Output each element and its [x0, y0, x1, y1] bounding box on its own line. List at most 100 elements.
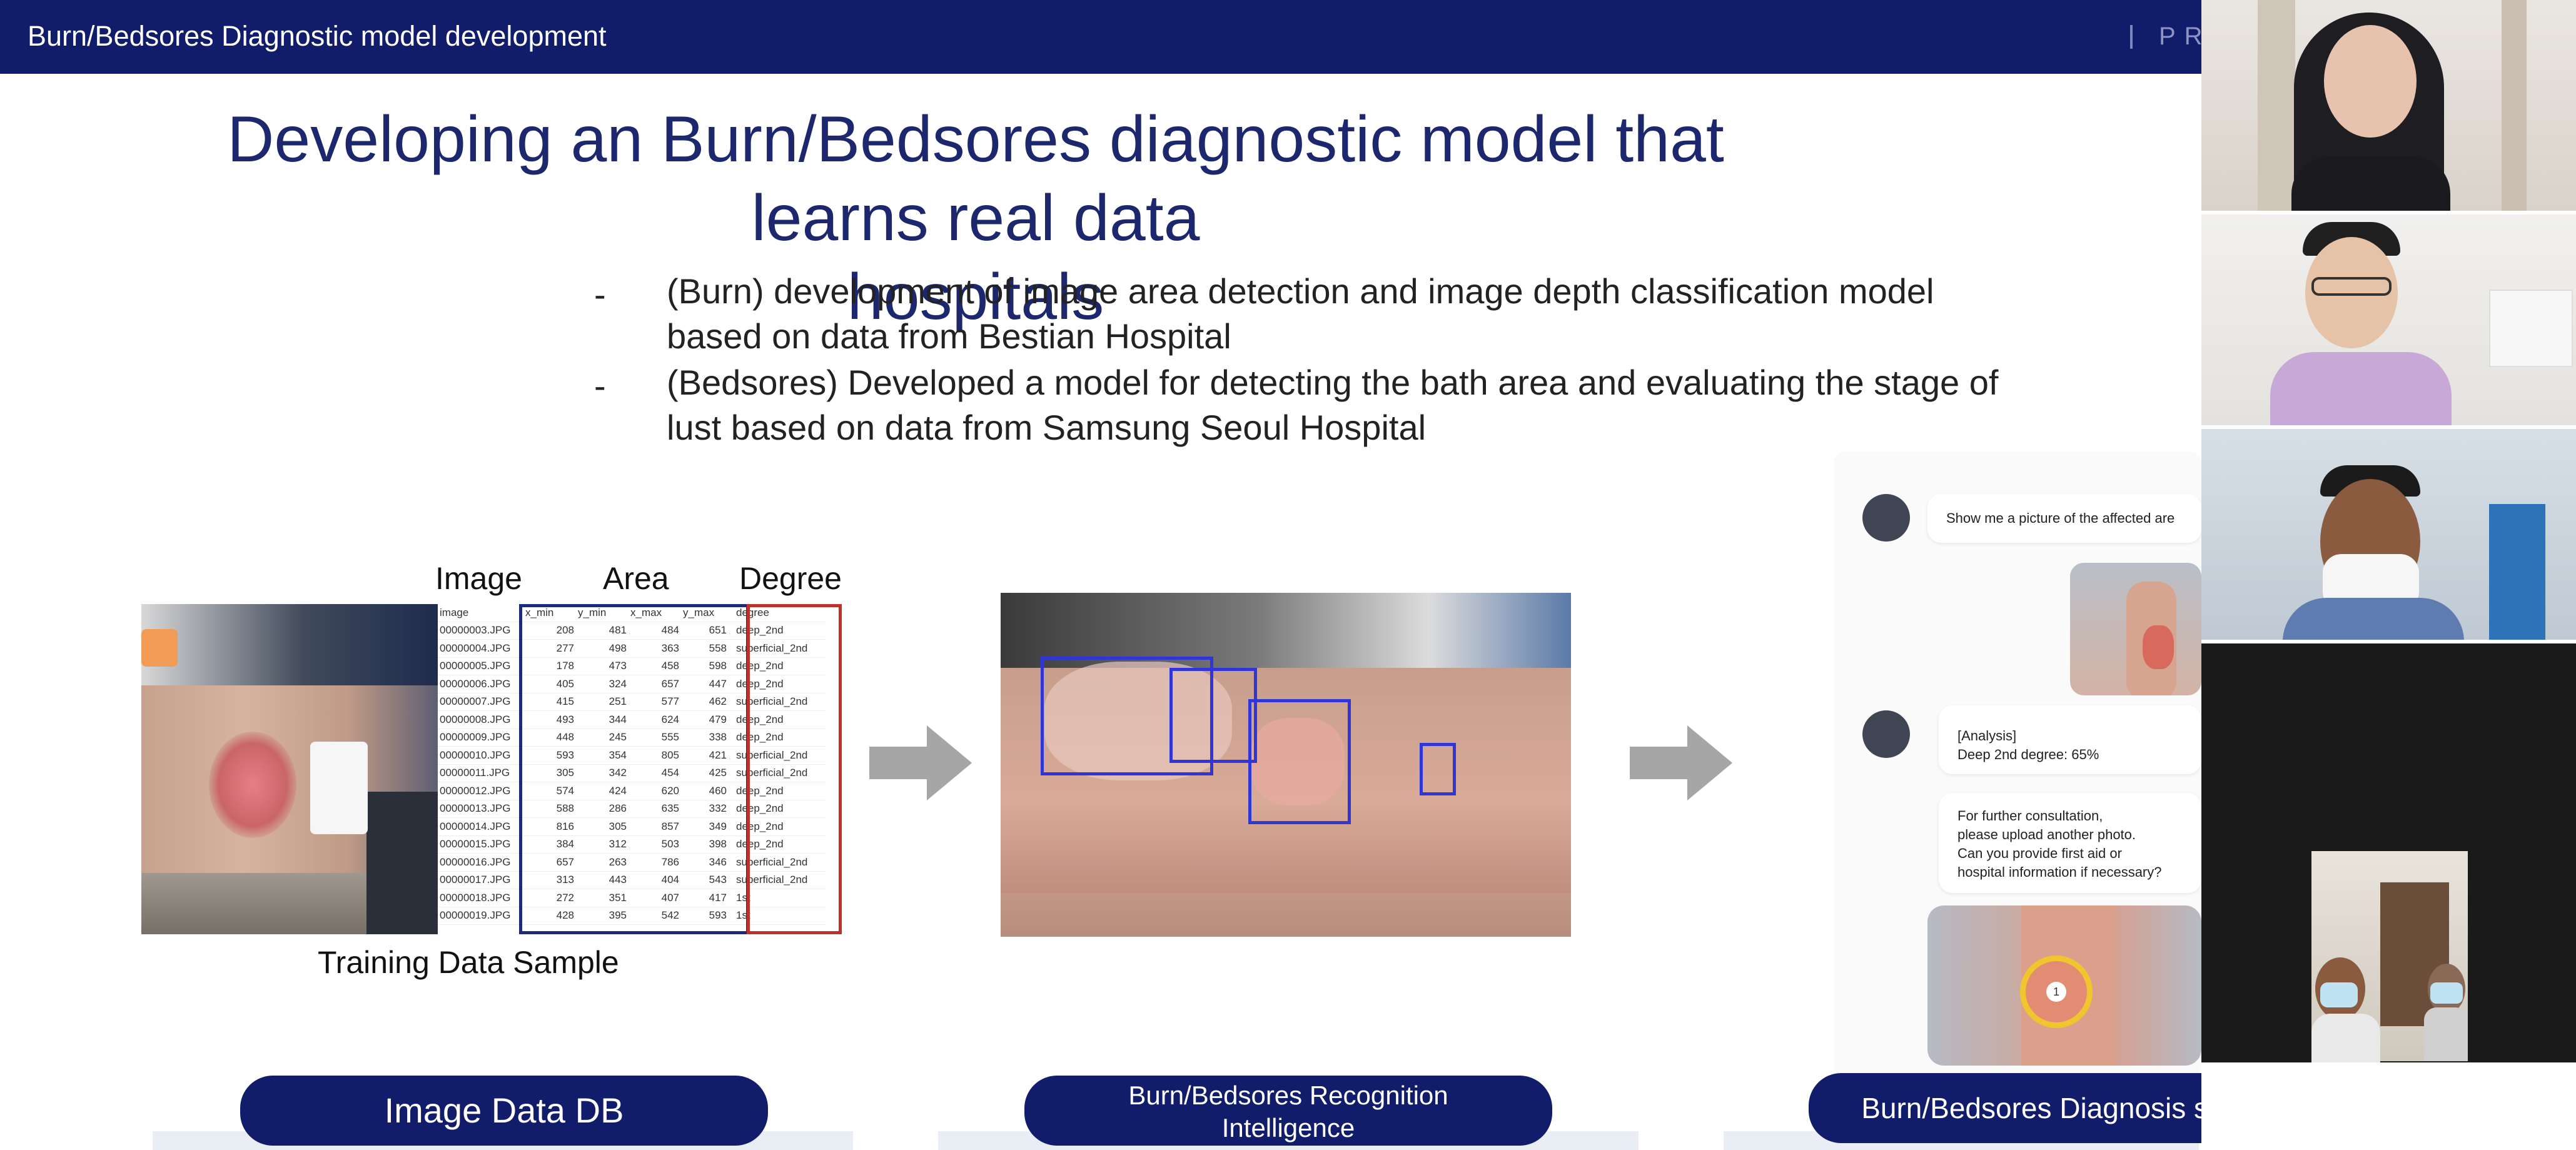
analysis-line1: [Analysis]	[1957, 728, 2017, 744]
bullet-dash-2: -	[594, 366, 606, 405]
detection-box	[1248, 699, 1351, 824]
table-cell: 543	[681, 871, 729, 889]
table-cell: superficial_2nd	[729, 693, 826, 711]
face-mask-icon	[2430, 982, 2463, 1004]
table-cell: 555	[629, 729, 681, 747]
table-cell: 448	[517, 729, 576, 747]
video-tile-participant-3[interactable]	[2201, 429, 2576, 640]
table-cell: 484	[629, 622, 681, 640]
table-cell: 349	[681, 817, 729, 836]
table-cell: 498	[576, 639, 629, 658]
video-tile-participant-4[interactable]	[2201, 643, 2576, 1062]
table-cell: deep_2nd	[729, 782, 826, 800]
table-cell: 00000004.JPG	[438, 639, 517, 658]
presentation-slide: Burn/Bedsores Diagnostic model developme…	[0, 0, 2201, 1150]
video-tile-participant-1[interactable]	[2201, 0, 2576, 211]
table-cell: 286	[576, 800, 629, 818]
table-cell: 624	[629, 710, 681, 729]
table-cell: 346	[681, 853, 729, 872]
label-area: Area	[603, 561, 669, 596]
table-cell: 245	[576, 729, 629, 747]
table-cell: 178	[517, 657, 576, 675]
arrow-right-icon	[869, 725, 972, 800]
table-cell: 407	[629, 889, 681, 907]
table-cell: 458	[629, 657, 681, 675]
wound-marker-photo: 1	[1927, 905, 2201, 1066]
table-cell: 363	[629, 639, 681, 658]
table-cell: 263	[576, 853, 629, 872]
table-cell: 620	[629, 782, 681, 800]
table-cell: 305	[576, 817, 629, 836]
table-cell: 577	[629, 693, 681, 711]
table-cell: 786	[629, 853, 681, 872]
bandage	[310, 742, 368, 834]
glasses-icon	[2311, 277, 2392, 296]
recognition-intelligence-button[interactable]: Burn/Bedsores Recognition Intelligence	[1024, 1076, 1552, 1146]
table-cell: 342	[576, 764, 629, 782]
table-cell: 00000013.JPG	[438, 800, 517, 818]
burn-wound	[209, 732, 296, 838]
training-caption: Training Data Sample	[318, 945, 619, 980]
table-cell: 351	[576, 889, 629, 907]
degree-column-box	[747, 604, 842, 934]
detection-box	[1041, 657, 1213, 775]
followup-line4: hospital information if necessary?	[1957, 864, 2162, 880]
table-cell: 454	[629, 764, 681, 782]
bullet-1: (Burn) development of image area detecti…	[667, 269, 2168, 359]
table-cell: 00000015.JPG	[438, 835, 517, 854]
table-cell: 424	[576, 782, 629, 800]
table-cell: 417	[681, 889, 729, 907]
table-cell: 332	[681, 800, 729, 818]
table-cell: 493	[517, 710, 576, 729]
slide-header-title: Burn/Bedsores Diagnostic model developme…	[28, 20, 607, 52]
table-cell: 338	[681, 729, 729, 747]
table-cell: 805	[629, 746, 681, 765]
table-cell: 657	[517, 853, 576, 872]
table-cell: 857	[629, 817, 681, 836]
area-columns-box	[519, 604, 749, 934]
bullet-1-line1: (Burn) development of image area detecti…	[667, 271, 1934, 311]
label-image: Image	[435, 561, 522, 596]
table-cell: 00000003.JPG	[438, 622, 517, 640]
followup-bubble	[1939, 793, 2201, 893]
diagnosis-service-button[interactable]: Burn/Bedsores Diagnosis service	[1809, 1073, 2201, 1143]
analysis-line2: Deep 2nd degree: 65%	[1957, 747, 2099, 762]
table-cell: superficial_2nd	[729, 871, 826, 889]
followup-line1: For further consultation,	[1957, 808, 2103, 824]
table-cell: 395	[576, 907, 629, 925]
image-data-db-button[interactable]: Image Data DB	[240, 1076, 768, 1146]
table-cell: 305	[517, 764, 576, 782]
slide-title-line1: Developing an Burn/Bedsores diagnostic m…	[227, 103, 1724, 255]
table-cell: 593	[681, 907, 729, 925]
table-cell: 503	[629, 835, 681, 854]
table-cell: 473	[576, 657, 629, 675]
table-cell: 542	[629, 907, 681, 925]
bullet-2: (Bedsores) Developed a model for detecti…	[667, 360, 2168, 450]
table-cell: 00000017.JPG	[438, 871, 517, 889]
table-cell: 460	[681, 782, 729, 800]
table-cell: 00000009.JPG	[438, 729, 517, 747]
table-cell: 272	[517, 889, 576, 907]
room-video-feed	[2311, 851, 2468, 1062]
table-cell: 428	[517, 907, 576, 925]
table-cell: 354	[576, 746, 629, 765]
table-cell: 00000005.JPG	[438, 657, 517, 675]
detection-box	[1420, 743, 1456, 795]
table-cell: 00000018.JPG	[438, 889, 517, 907]
wound-marker-number: 1	[2046, 982, 2066, 1002]
slide-title: Developing an Burn/Bedsores diagnostic m…	[206, 100, 1745, 336]
followup-line2: please upload another photo.	[1957, 827, 2136, 842]
table-cell: 635	[629, 800, 681, 818]
table-cell: 404	[629, 871, 681, 889]
burn-region	[1251, 718, 1345, 805]
table-cell: 313	[517, 871, 576, 889]
table-cell: 398	[681, 835, 729, 854]
table-cell: 277	[517, 639, 576, 658]
video-tile-participant-2[interactable]	[2201, 214, 2576, 425]
